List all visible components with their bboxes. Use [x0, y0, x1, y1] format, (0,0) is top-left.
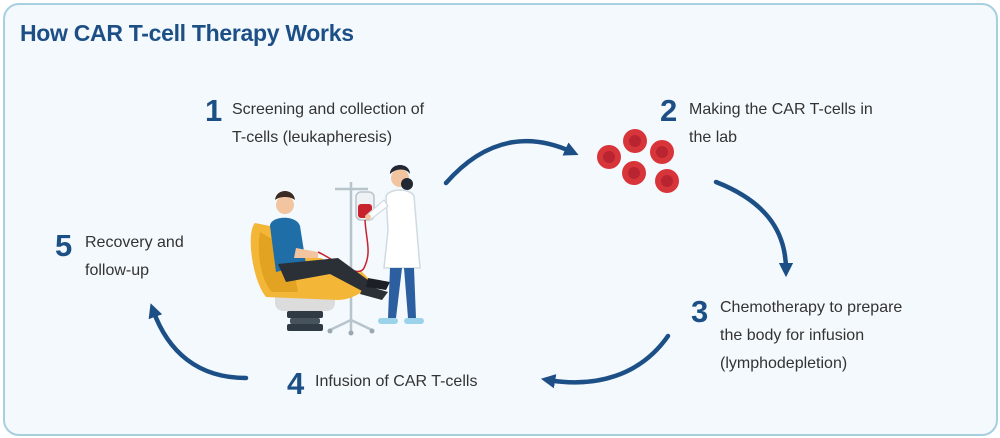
iv-stand-icon	[327, 182, 375, 336]
red-cell-icon	[622, 161, 646, 185]
step-3-line-3: (lymphodepletion)	[720, 355, 848, 372]
red-cell-icon	[597, 145, 621, 169]
red-cells-icon	[597, 129, 679, 193]
step-2-text: Making the CAR T-cells in the lab	[689, 96, 873, 152]
step-4-number: 4	[287, 366, 305, 401]
step-1-line-2: T-cells (leukapheresis)	[232, 129, 393, 146]
diagram-frame	[3, 3, 998, 436]
step-5-number: 5	[55, 228, 73, 263]
blood-donation-illustration	[250, 165, 424, 336]
red-cell-icon	[655, 169, 679, 193]
step-3-line-2: the body for infusion	[720, 327, 865, 344]
step-2-line-2: the lab	[689, 129, 738, 146]
red-cell-icon	[650, 140, 674, 164]
step-5-line-1: Recovery and	[85, 234, 184, 251]
red-cell-icon	[623, 129, 647, 153]
step-3-number: 3	[691, 294, 709, 329]
step-1-text: Screening and collection of T-cells (leu…	[232, 96, 424, 152]
step-5-line-2: follow-up	[85, 262, 150, 279]
step-2-number: 2	[660, 93, 678, 128]
step-3-text: Chemotherapy to prepare the body for inf…	[720, 294, 902, 378]
step-4-line-1: Infusion of CAR T-cells	[315, 373, 478, 390]
nurse-figure-icon	[365, 165, 424, 324]
step-2-line-1: Making the CAR T-cells in	[689, 101, 873, 118]
arrow-3-to-4-icon	[540, 333, 671, 389]
step-1-number: 1	[205, 93, 223, 128]
arrow-4-to-5-icon	[148, 303, 249, 381]
step-3-line-1: Chemotherapy to prepare	[720, 299, 903, 316]
arrow-1-to-2-icon	[443, 138, 579, 186]
step-1-line-1: Screening and collection of	[232, 101, 425, 118]
arrow-2-to-3-icon	[713, 179, 794, 278]
patient-figure-icon	[270, 191, 390, 300]
diagram-title: How CAR T-cell Therapy Works	[20, 20, 354, 46]
step-5-text: Recovery and follow-up	[85, 229, 184, 285]
step-4-text: Infusion of CAR T-cells	[315, 368, 477, 396]
